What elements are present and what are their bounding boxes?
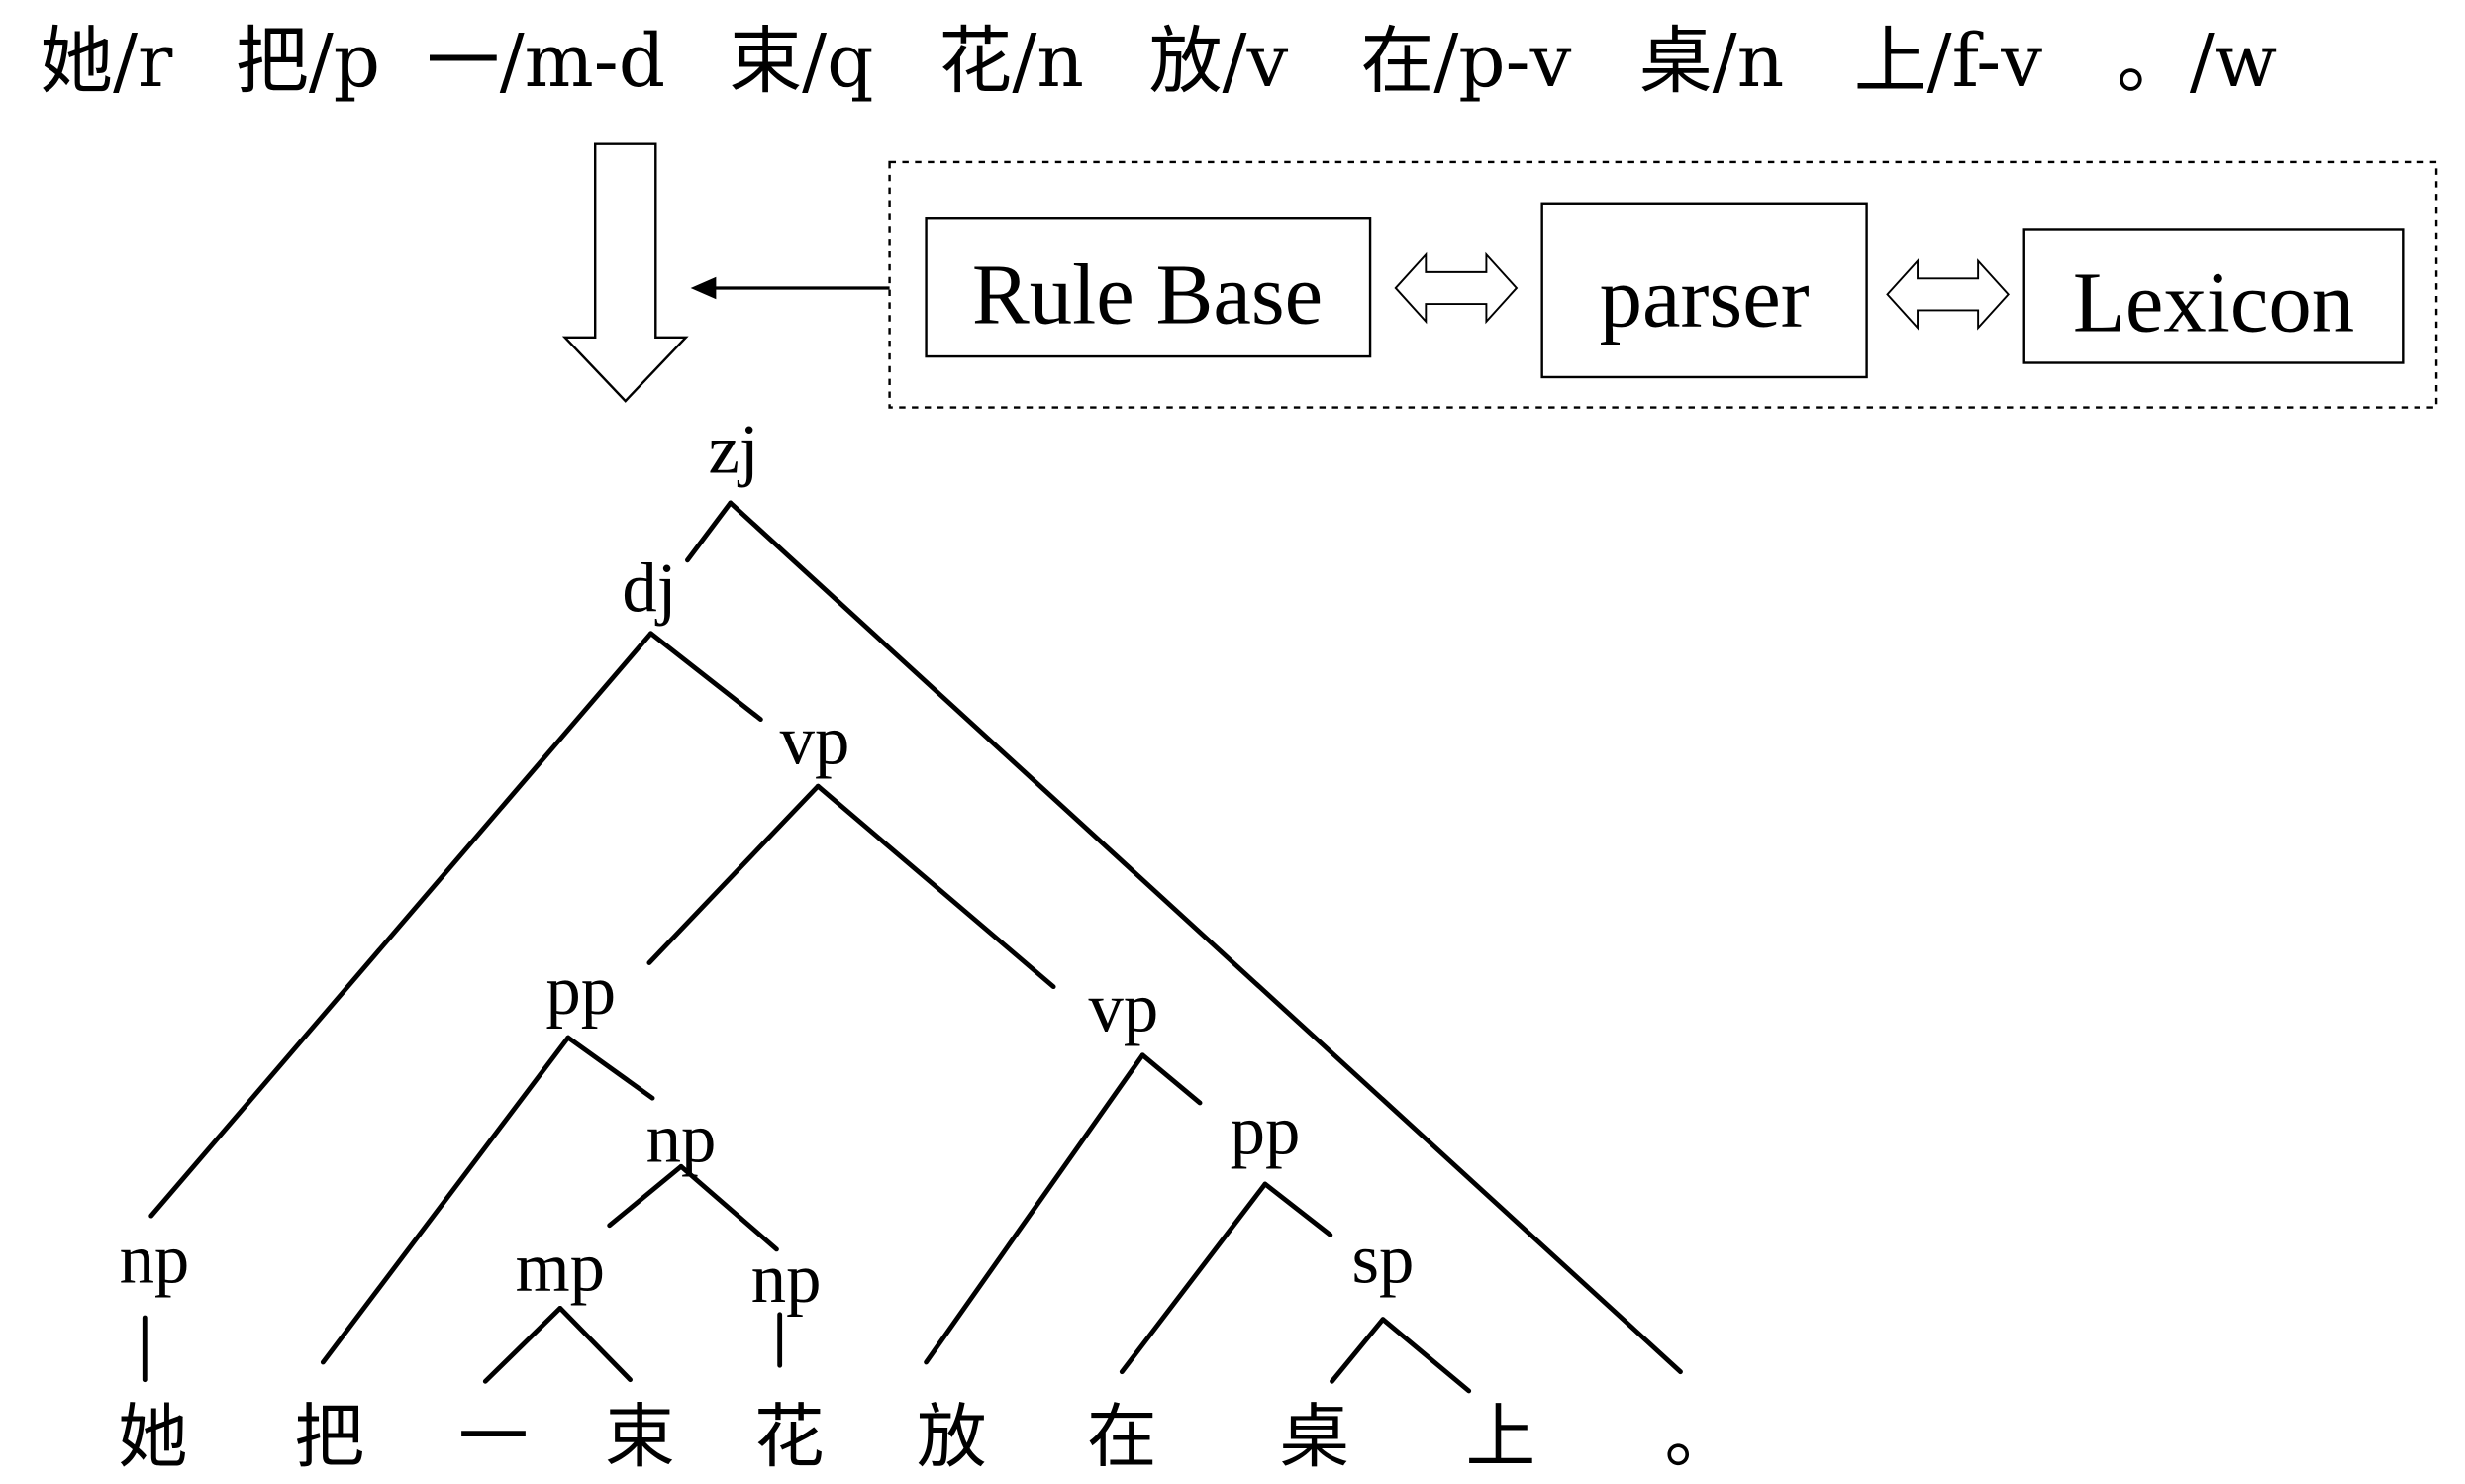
node-label: dj [622, 549, 676, 627]
lexicon-label: Lexicon [2073, 254, 2354, 349]
input-token: 。/w [2117, 19, 2277, 104]
node-label: np [646, 1100, 717, 1177]
tree-edges [142, 500, 1683, 1394]
tree-edge [815, 783, 1056, 990]
node-label: mp [516, 1230, 605, 1307]
leaf-char: 一 [458, 1396, 529, 1478]
tree-edge [678, 1163, 779, 1252]
parser-label: parser [1600, 250, 1810, 346]
tree-edge [565, 1035, 655, 1101]
tree-edge [1262, 1181, 1333, 1237]
rule-base-label: Rule Base [972, 247, 1323, 342]
process-down-arrow [561, 142, 689, 403]
double-arrow-icon [1394, 251, 1519, 325]
input-token: 上/f-v [1854, 19, 2043, 104]
lexicon-box: Lexicon [2022, 228, 2405, 364]
node-label: vp [1089, 970, 1159, 1047]
leaf-char: 束 [605, 1396, 675, 1478]
leaf-char: 花 [754, 1396, 825, 1478]
tree-edge [320, 1035, 571, 1365]
leaf-char: 。 [1664, 1396, 1734, 1478]
tree-edge [482, 1305, 563, 1384]
input-token: 放/v [1149, 19, 1289, 104]
input-token: 花/n [938, 19, 1083, 104]
node-label: pp [1231, 1092, 1301, 1169]
leaf-char: 放 [917, 1396, 987, 1478]
node-label: np [120, 1222, 190, 1299]
node-label: sp [1351, 1222, 1414, 1299]
rule-base-box: Rule Base [925, 217, 1372, 358]
tree-edge [648, 631, 763, 723]
system-feed-arrow [690, 276, 890, 300]
tree-edge [924, 1052, 1145, 1365]
parser-box: parser [1540, 202, 1868, 379]
tree-edge [1139, 1052, 1203, 1106]
leaf-char: 上 [1466, 1396, 1536, 1478]
tree-edge [557, 1305, 633, 1383]
node-label: pp [545, 952, 616, 1030]
double-arrow-icon [1886, 258, 2010, 331]
tree-nodes: zj dj vp pp vp np pp np mp np sp [120, 411, 1415, 1318]
leaf-char: 桌 [1279, 1396, 1349, 1478]
leaf-char: 在 [1087, 1396, 1157, 1478]
input-token: 束/q [729, 19, 873, 104]
input-token: 把/p [236, 19, 380, 104]
tree-edge [1380, 1317, 1472, 1394]
tree-edge [728, 500, 1683, 1375]
node-label: vp [780, 703, 850, 780]
leaf-char: 她 [118, 1396, 188, 1478]
input-token: 桌/n [1639, 19, 1784, 104]
input-token: 在/p-v [1360, 19, 1571, 104]
input-token: 一/m-d [427, 19, 665, 104]
node-label: np [751, 1240, 822, 1318]
tree-edge [607, 1163, 684, 1229]
tree-edge [685, 500, 734, 563]
leaf-char: 把 [294, 1396, 364, 1478]
tree-leaves: 她 把 一 束 花 放 在 桌 上 。 [118, 1396, 1734, 1478]
tree-edge [148, 631, 653, 1219]
input-token: 她/r [40, 19, 173, 104]
tree-edge [1330, 1317, 1386, 1384]
system-container [888, 160, 2438, 409]
node-label: zj [709, 411, 759, 488]
tree-edge [1119, 1181, 1268, 1375]
input-sentence: 她/r 把/p 一/m-d 束/q 花/n 放/v 在/p-v 桌/n 上/f-… [40, 19, 2277, 104]
tree-edge [646, 783, 821, 965]
